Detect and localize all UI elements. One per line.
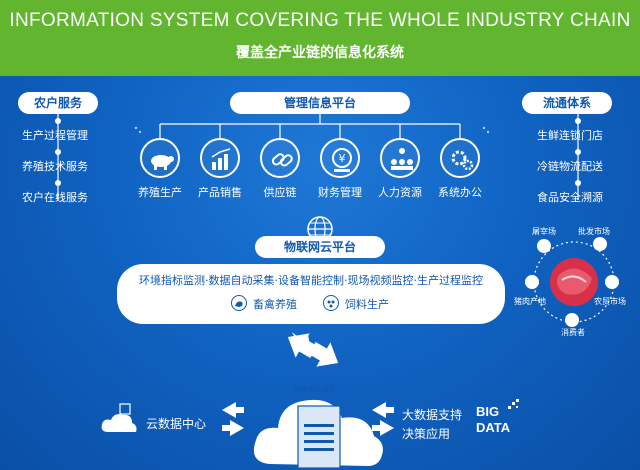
distribution-system-title: 流通体系 xyxy=(522,92,612,114)
management-platform-title: 管理信息平台 xyxy=(230,92,410,114)
left-dot-0 xyxy=(55,118,61,124)
server-cloud-icon xyxy=(253,399,383,469)
left-item-1: 养殖技术服务 xyxy=(22,160,88,173)
poultry-icon xyxy=(231,295,247,311)
bigdata-line2: 决策应用 xyxy=(402,427,451,441)
module-label-3: 财务管理 xyxy=(318,186,362,199)
module-label-1: 产品销售 xyxy=(198,186,242,199)
pig-icon xyxy=(140,138,180,178)
ring-label-0: 屠宰场 xyxy=(532,227,556,236)
iot-sub-1: 饲料生产 xyxy=(345,298,389,311)
right-item-0: 生鲜连锁门店 xyxy=(537,129,603,142)
gears-icon xyxy=(440,138,480,178)
people-hierarchy-icon xyxy=(380,138,420,178)
chain-link-icon xyxy=(260,138,300,178)
pixel-burst-icon xyxy=(508,399,519,409)
module-label-5: 系统办公 xyxy=(438,186,482,199)
left-dot-1 xyxy=(55,149,61,155)
ring-label-2: 猪肉产地 xyxy=(514,297,546,306)
svg-text:¥: ¥ xyxy=(339,152,346,165)
yen-coin-icon: ¥ xyxy=(320,138,360,178)
left-item-0: 生产过程管理 xyxy=(22,129,88,142)
right-item-1: 冷链物流配送 xyxy=(537,160,603,173)
iot-platform-box: 环境指标监测·数据自动采集·设备智能控制·现场视频监控·生产过程监控 畜禽养殖 … xyxy=(117,264,505,324)
right-item-2: 食品安全溯源 xyxy=(537,191,603,204)
big-word: BIG xyxy=(476,404,500,419)
data-word: DATA xyxy=(476,420,511,435)
banner-title-cn: 覆盖全产业链的信息化系统 xyxy=(236,45,404,61)
server-brand: WENS温氏 xyxy=(294,385,337,394)
feed-icon xyxy=(323,295,339,311)
left-item-2: 农户在线服务 xyxy=(22,191,88,204)
banner-title-en: INFORMATION SYSTEM COVERING THE WHOLE IN… xyxy=(9,10,631,31)
farmer-service-title: 农户服务 xyxy=(18,92,98,114)
module-label-0: 养殖生产 xyxy=(138,186,182,199)
header-banner: INFORMATION SYSTEM COVERING THE WHOLE IN… xyxy=(0,0,640,76)
iot-platform-title: 物联网云平台 xyxy=(255,236,385,258)
bar-chart-icon xyxy=(200,138,240,178)
iot-sub-0: 畜禽养殖 xyxy=(253,298,297,311)
right-dot-2 xyxy=(575,180,581,186)
ring-label-3: 农贸市场 xyxy=(594,297,626,306)
iot-capabilities: 环境指标监测·数据自动采集·设备智能控制·现场视频监控·生产过程监控 xyxy=(139,274,483,287)
big-data-mark: BIG DATA xyxy=(476,404,510,436)
module-label-2: 供应链 xyxy=(263,186,297,199)
right-dot-0 xyxy=(575,118,581,124)
cloud-data-center-label: 云数据中心 xyxy=(146,417,207,431)
ring-label-1: 批发市场 xyxy=(578,227,610,236)
ring-label-4: 消费者 xyxy=(561,328,585,337)
right-dot-1 xyxy=(575,149,581,155)
meat-supply-ring xyxy=(525,237,619,327)
module-label-4: 人力资源 xyxy=(378,186,422,199)
bigdata-line1: 大数据支持 xyxy=(402,408,463,422)
cloud-storage-icon xyxy=(101,403,137,432)
left-dot-2 xyxy=(55,180,61,186)
